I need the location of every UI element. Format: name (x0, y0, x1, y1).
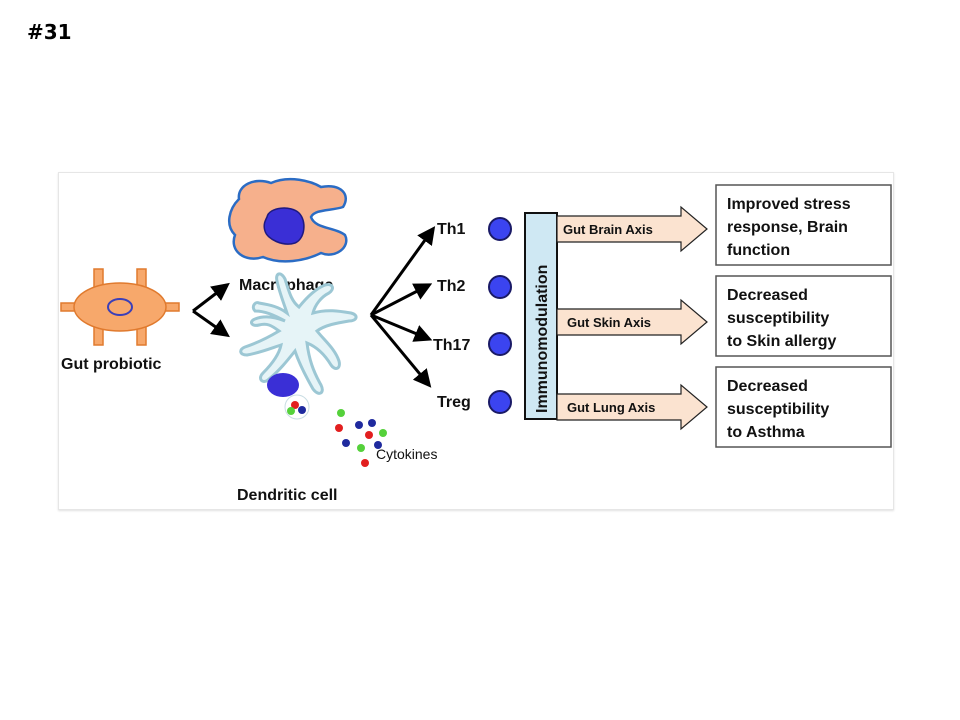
gut-probiotic-icon (60, 268, 180, 346)
gut-probiotic-label: Gut probiotic (61, 356, 162, 373)
t-cell-th1: Th1 (437, 217, 512, 241)
t-cell-arrows (369, 226, 436, 388)
axis-arrow-brain: Gut Brain Axis (556, 205, 708, 253)
t-cell-th17: Th17 (433, 332, 512, 356)
axis-arrow-skin: Gut Skin Axis (556, 298, 708, 346)
axis-arrow-lung: Gut Lung Axis (556, 383, 708, 431)
immunomodulation-label: Immunomodulation (534, 265, 551, 413)
diagram-canvas: Gut probiotic Macrophage Dendritic cell (60, 177, 892, 504)
macrophage-icon (227, 177, 348, 263)
outcome-line: susceptibility (727, 310, 829, 327)
outcome-line: to Skin allergy (727, 333, 836, 350)
outcome-box-brain: Improved stress response, Brain function (715, 184, 892, 266)
gut-axis-diagram: Gut probiotic Macrophage Dendritic cell (58, 172, 894, 510)
immunomodulation-box: Immunomodulation (524, 212, 558, 420)
outcome-line: Decreased (727, 378, 808, 395)
probiotic-arrows (192, 282, 230, 338)
dendritic-cell-label: Dendritic cell (237, 487, 337, 504)
t-cell-label: Th17 (433, 337, 470, 354)
axis-label: Gut Brain Axis (563, 222, 653, 237)
outcome-box-skin: Decreased susceptibility to Skin allergy (715, 275, 892, 357)
t-cell-label: Treg (437, 394, 471, 411)
cytokines-label: Cytokines (376, 446, 437, 462)
slide-number: #31 (27, 20, 72, 44)
t-cell-label: Th2 (437, 278, 466, 295)
outcome-line: susceptibility (727, 401, 829, 418)
outcome-line: function (727, 242, 790, 259)
cytokines-dots (335, 409, 387, 467)
outcome-line: Decreased (727, 287, 808, 304)
t-cell-th2: Th2 (437, 275, 512, 299)
outcome-box-lung: Decreased susceptibility to Asthma (715, 366, 892, 448)
t-cell-label: Th1 (437, 221, 466, 238)
outcome-line: Improved stress (727, 196, 851, 213)
outcome-line: response, Brain (727, 219, 848, 236)
axis-label: Gut Lung Axis (567, 400, 655, 415)
outcome-line: to Asthma (727, 424, 805, 441)
axis-label: Gut Skin Axis (567, 315, 651, 330)
t-cell-treg: Treg (437, 390, 512, 414)
dendritic-cell-icon (239, 272, 358, 420)
